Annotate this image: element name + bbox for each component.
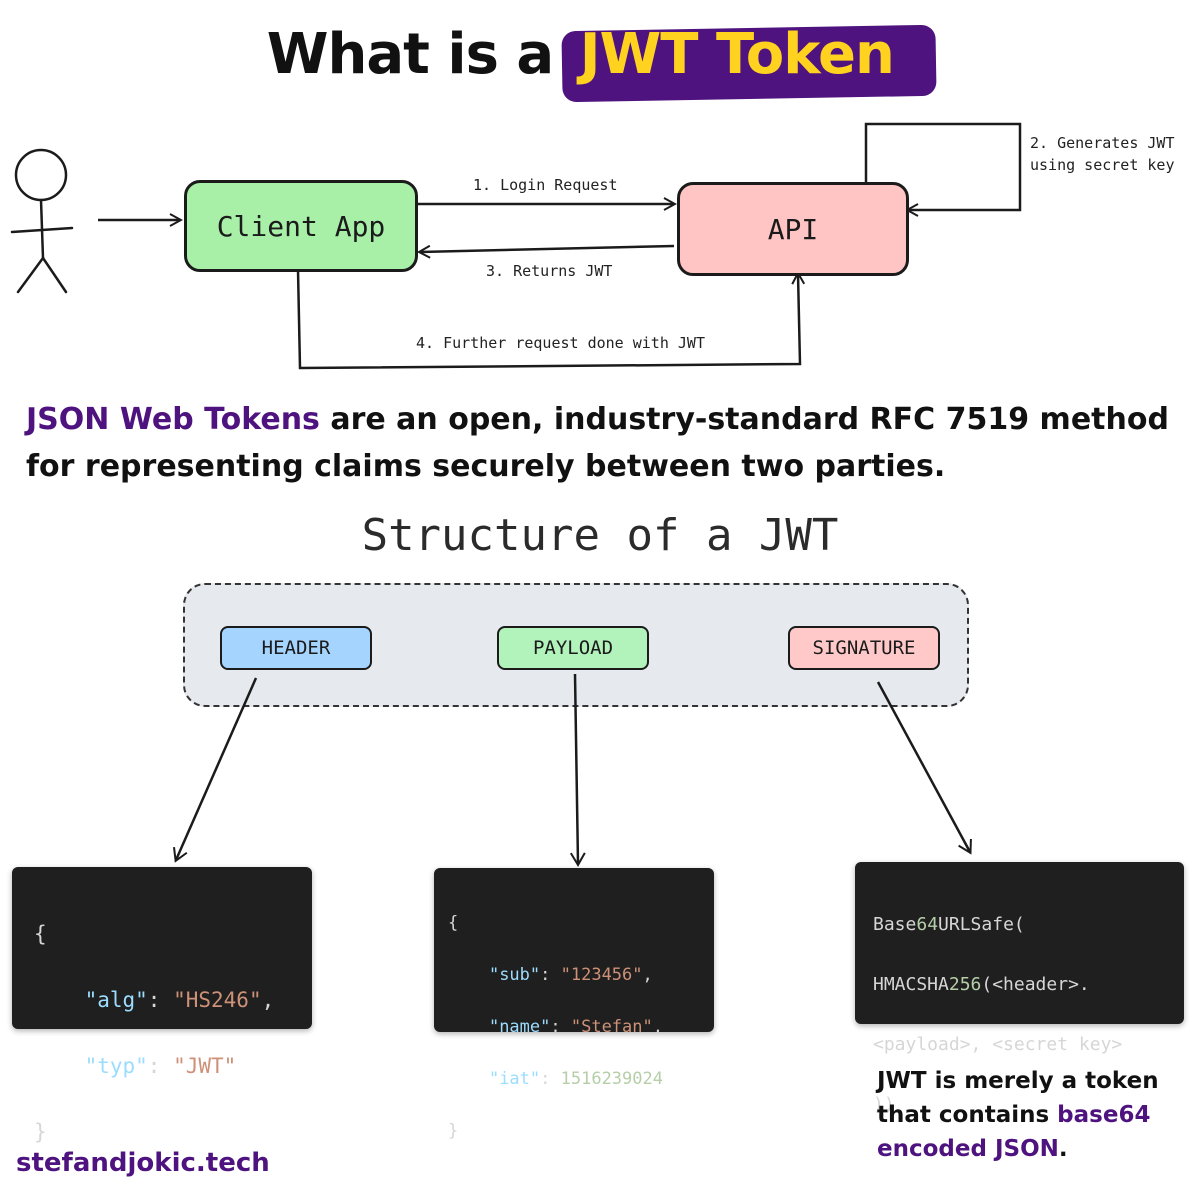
code-key: "iat" [488, 1069, 541, 1089]
code-text: )) [873, 1094, 895, 1115]
header-part-pill: HEADER [220, 626, 372, 670]
step4-label: 4. Further request done with JWT [416, 334, 705, 352]
code-text: Base [873, 914, 917, 935]
code-key: "alg" [84, 988, 148, 1012]
user-stick-figure-icon [10, 148, 74, 294]
jwt-note: JWT is merely a token that contains base… [877, 1064, 1177, 1166]
code-value: "JWT" [173, 1054, 237, 1078]
title-prefix: What is a [266, 22, 572, 87]
note-highlight: base64 encoded JSON [877, 1102, 1151, 1162]
code-value: "HS246" [173, 988, 262, 1012]
note-text: JWT is merely a token that contains [877, 1068, 1159, 1128]
step2-label-line2: using secret key [1030, 156, 1175, 174]
page-title: What is a JWT Token? [0, 22, 1200, 103]
code-value: "Stefan" [570, 1017, 653, 1037]
code-value: "123456" [560, 965, 643, 985]
step3-label: 3. Returns JWT [486, 262, 613, 280]
title-highlight: JWT Token [561, 22, 937, 103]
code-brace: } [448, 1121, 459, 1141]
code-text: (<header>. [981, 974, 1090, 995]
structure-title: Structure of a JWT [361, 510, 839, 561]
code-key: "typ" [84, 1054, 148, 1078]
code-brace: { [34, 922, 47, 946]
code-text: HMACSHA [873, 974, 949, 995]
step2-label-line1: 2. Generates JWT [1030, 134, 1175, 152]
code-number: 256 [948, 974, 982, 995]
payload-code-block: { "sub": "123456", "name": "Stefan", "ia… [434, 868, 714, 1141]
code-text: <payload>, <secret key> [873, 1034, 1123, 1055]
flow-connectors [10, 122, 1022, 370]
payload-part-pill: PAYLOAD [497, 626, 649, 670]
code-text: URLSafe( [938, 914, 1025, 935]
step1-label: 1. Login Request [473, 176, 618, 194]
code-number: 64 [916, 914, 939, 935]
code-key: "name" [488, 1017, 551, 1037]
code-value: 1516239024 [560, 1069, 663, 1089]
jwt-description: JSON Web Tokens are an open, industry-st… [26, 396, 1186, 490]
site-link[interactable]: stefandjokic.tech [16, 1148, 270, 1178]
description-text: are an open, industry-standard RFC 7519 … [26, 402, 1169, 484]
client-app-node: Client App [184, 180, 418, 272]
note-period: . [1058, 1136, 1068, 1162]
description-highlight: JSON Web Tokens [26, 402, 320, 437]
header-code-block: { "alg": "HS246", "typ": "JWT" } [12, 867, 312, 1144]
api-label: API [767, 212, 819, 246]
code-key: "sub" [488, 965, 541, 985]
signature-code-block: Base64URLSafe( HMACSHA256(<header>. <pay… [855, 862, 1184, 1115]
signature-part-pill: SIGNATURE [788, 626, 940, 670]
structure-arrows [173, 673, 972, 867]
code-brace: { [448, 913, 459, 933]
api-node: API [677, 182, 909, 276]
client-app-label: Client App [216, 209, 386, 243]
code-brace: } [34, 1120, 47, 1144]
